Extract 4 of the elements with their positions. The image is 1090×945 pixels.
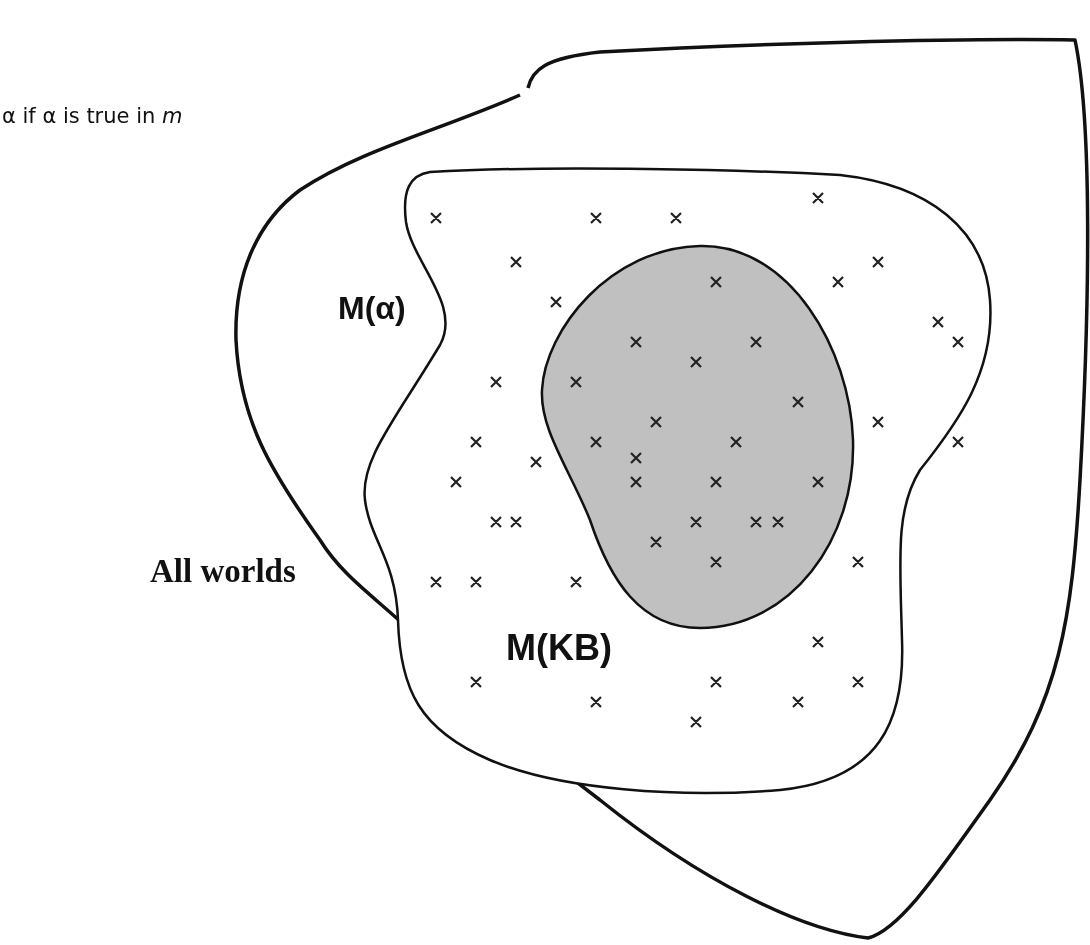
region-label: All worlds	[150, 555, 296, 588]
note-text: α if α is true in m	[2, 104, 183, 128]
region-label: M(α)	[338, 292, 406, 324]
region-label: M(KB)	[506, 630, 612, 666]
